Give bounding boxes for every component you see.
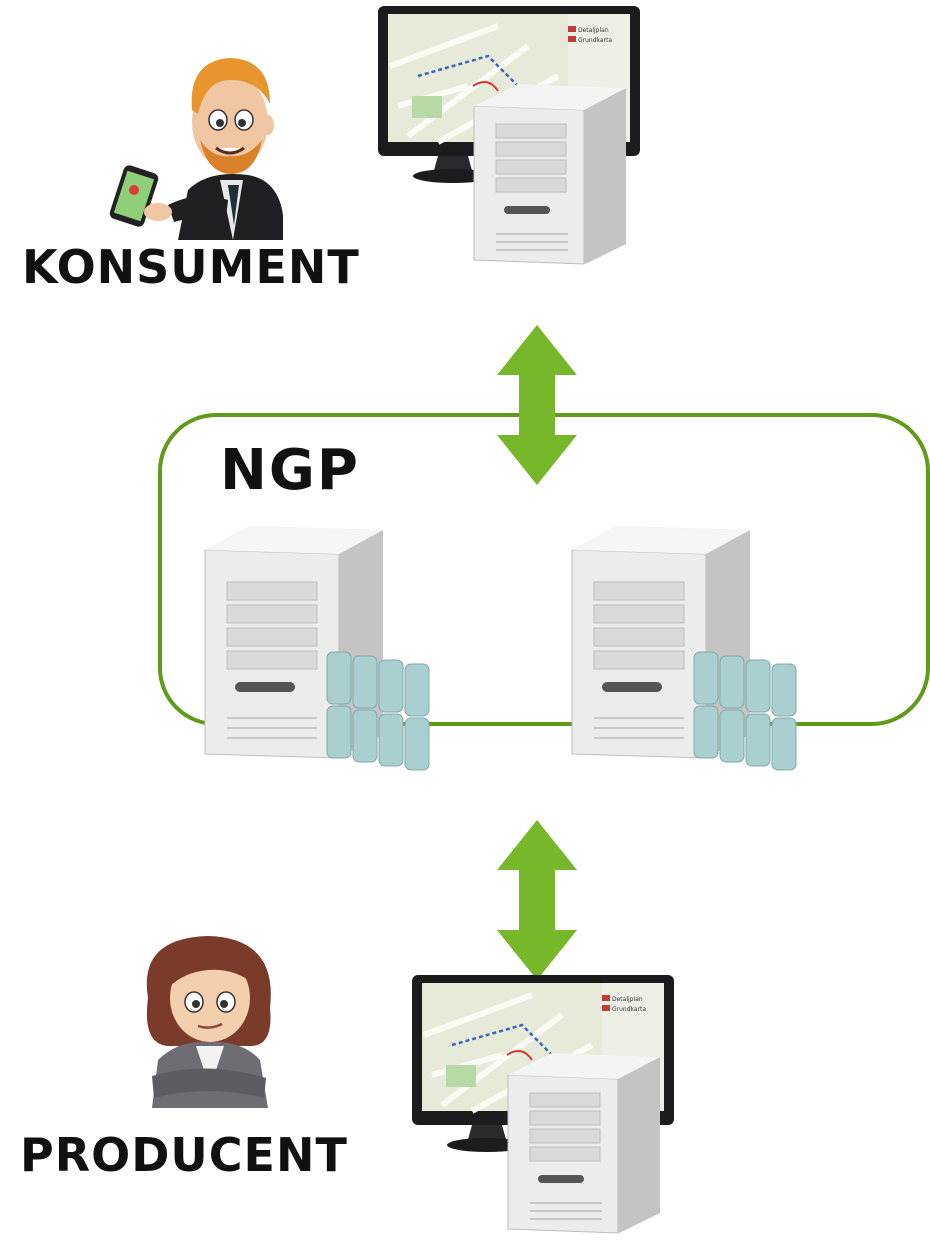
double-arrow-icon-bottom (497, 820, 577, 980)
desktop-computer-icon-bottom: Detaljplan Grundkarta (412, 975, 674, 1234)
server-database-icon-right (571, 526, 797, 771)
monitor-badge-line1: Detaljplan (578, 27, 609, 34)
ngp-label: NGP (220, 438, 360, 503)
server-database-icon-left (204, 526, 430, 771)
woman-arms-crossed-icon (146, 936, 271, 1108)
producer-label: PRODUCENT (20, 1128, 348, 1182)
monitor-badge-line1-bottom: Detaljplan (612, 996, 643, 1003)
double-arrow-icon-top (497, 325, 577, 485)
desktop-computer-icon: Detaljplan Grundkarta (378, 6, 640, 265)
monitor-badge-line2: Grundkarta (578, 37, 612, 44)
monitor-badge-line2-bottom: Grundkarta (612, 1006, 646, 1013)
man-with-phone-icon (109, 58, 283, 240)
badge-icon (568, 26, 576, 32)
consumer-label: KONSUMENT (22, 240, 360, 294)
